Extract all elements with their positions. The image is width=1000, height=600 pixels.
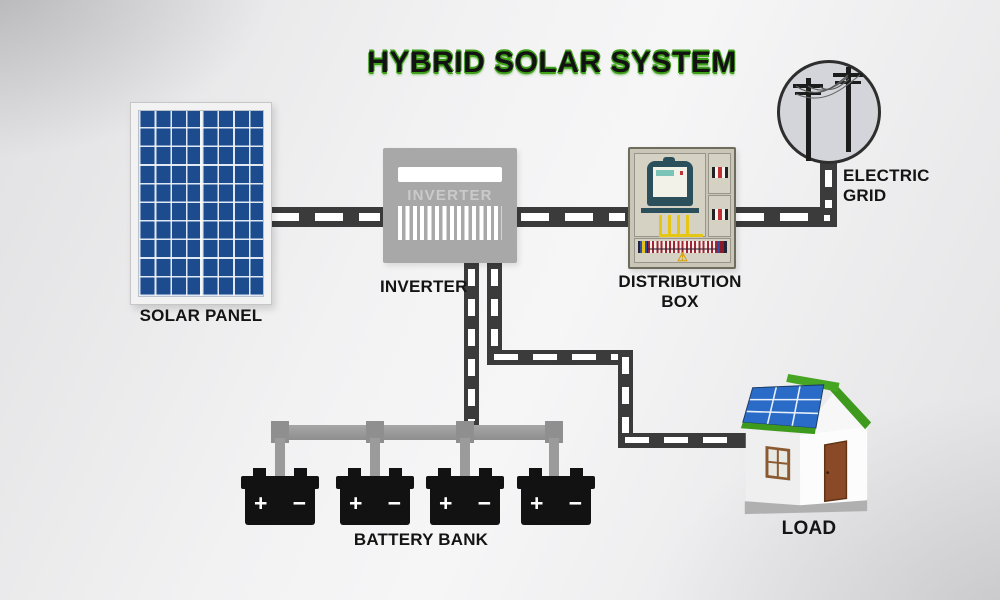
busbar-drop bbox=[549, 438, 559, 482]
breaker-strip-right-cap bbox=[717, 241, 727, 253]
minus-terminal-icon: − bbox=[387, 490, 401, 516]
battery-body: + − bbox=[245, 488, 315, 525]
house-load-icon bbox=[728, 372, 878, 522]
house-icon bbox=[740, 373, 872, 515]
battery-body: + − bbox=[430, 488, 500, 525]
wire-grid-drop bbox=[820, 163, 837, 215]
battery-body: + − bbox=[340, 488, 410, 525]
battery-terminal bbox=[389, 468, 402, 478]
battery-terminal bbox=[479, 468, 492, 478]
battery-lid bbox=[336, 476, 414, 489]
load-label: LOAD bbox=[781, 518, 837, 539]
electric-grid-icon bbox=[777, 60, 881, 164]
electric-grid-label-line2: GRID bbox=[843, 186, 887, 205]
battery-bank-label: BATTERY BANK bbox=[353, 530, 489, 549]
inverter-icon: INVERTER bbox=[383, 148, 517, 263]
meter-indicator bbox=[680, 171, 683, 175]
wire-inverter-to-load-segment1 bbox=[487, 262, 502, 365]
busbar-drop bbox=[460, 438, 470, 482]
wire-inverter-to-battery bbox=[464, 262, 479, 428]
plus-terminal-icon: + bbox=[439, 490, 453, 516]
busbar-drop bbox=[275, 438, 285, 482]
battery-busbar bbox=[277, 425, 563, 440]
battery-icon: + − bbox=[241, 468, 319, 525]
battery-terminal bbox=[348, 468, 361, 478]
battery-terminal bbox=[570, 468, 583, 478]
breaker-icon bbox=[711, 209, 728, 220]
battery-terminal bbox=[294, 468, 307, 478]
meter-screen bbox=[653, 167, 687, 197]
electric-grid-label-line1: ELECTRIC bbox=[843, 166, 930, 185]
battery-icon: + − bbox=[336, 468, 414, 525]
battery-lid bbox=[517, 476, 595, 489]
breaker-strip-panel: ⚠ bbox=[634, 238, 731, 263]
busbar-connector bbox=[366, 421, 384, 443]
battery-terminal bbox=[438, 468, 451, 478]
warning-icon: ⚠ bbox=[677, 250, 688, 264]
distribution-box-label-line2: BOX bbox=[661, 292, 699, 311]
battery-terminal bbox=[253, 468, 266, 478]
plus-terminal-icon: + bbox=[349, 490, 363, 516]
yellow-wires bbox=[659, 215, 689, 237]
distribution-box-icon: ⚠ bbox=[628, 147, 736, 269]
solar-panel-cells bbox=[138, 110, 264, 297]
breaker-strip-middle bbox=[648, 241, 717, 253]
battery-icon: + − bbox=[517, 468, 595, 525]
minus-terminal-icon: − bbox=[292, 490, 306, 516]
wire-inverter-to-load-segment2 bbox=[487, 350, 633, 365]
breaker-strip bbox=[638, 241, 727, 253]
wire-solar-to-inverter bbox=[264, 207, 387, 227]
breaker-panel-2 bbox=[708, 195, 731, 237]
wire-inverter-to-load-segment3 bbox=[618, 350, 633, 448]
busbar-connector bbox=[545, 421, 563, 443]
meter-panel bbox=[634, 153, 706, 237]
breaker-icon bbox=[711, 167, 728, 178]
battery-body: + − bbox=[521, 488, 591, 525]
wire-inverter-to-load-segment4 bbox=[618, 433, 748, 448]
breaker-panel-1 bbox=[708, 153, 731, 194]
busbar-connector bbox=[456, 421, 474, 443]
inverter-vents bbox=[398, 206, 502, 240]
breaker-strip-left-cap bbox=[638, 241, 648, 253]
battery-icon: + − bbox=[426, 468, 504, 525]
minus-terminal-icon: − bbox=[477, 490, 491, 516]
busbar-connector bbox=[271, 421, 289, 443]
wire-distribution-to-grid bbox=[729, 207, 837, 227]
minus-terminal-icon: − bbox=[568, 490, 582, 516]
solar-panel-icon bbox=[130, 102, 272, 305]
inverter-device-text: INVERTER bbox=[407, 187, 493, 204]
wire-inverter-to-distribution bbox=[514, 207, 632, 227]
utility-poles-icon bbox=[793, 67, 863, 161]
distribution-box-label-line1: DISTRIBUTION bbox=[618, 272, 742, 291]
inverter-label: INVERTER bbox=[380, 277, 468, 296]
page-title: HYBRID SOLAR SYSTEM bbox=[367, 46, 737, 79]
yellow-wire-horizontal bbox=[659, 234, 703, 237]
meter-display bbox=[656, 170, 674, 176]
solar-panel-label: SOLAR PANEL bbox=[139, 306, 263, 325]
busbar-drop bbox=[370, 438, 380, 482]
plus-terminal-icon: + bbox=[254, 490, 268, 516]
battery-lid bbox=[241, 476, 319, 489]
inverter-slot bbox=[398, 167, 502, 182]
battery-terminal bbox=[529, 468, 542, 478]
meter-base bbox=[641, 208, 699, 213]
electric-meter-icon bbox=[647, 157, 693, 206]
plus-terminal-icon: + bbox=[530, 490, 544, 516]
battery-lid bbox=[426, 476, 504, 489]
